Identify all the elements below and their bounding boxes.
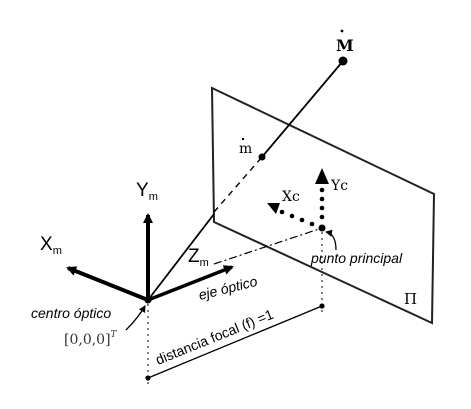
- label-Ym-main: Y: [136, 180, 149, 201]
- label-Yc: Yc: [330, 178, 348, 194]
- projection-ray-front: [147, 213, 215, 301]
- focal-end-right: [319, 303, 325, 309]
- point-M-dot: [338, 56, 348, 66]
- label-Ym: Ym: [136, 180, 158, 203]
- focal-dimension-line: [147, 305, 323, 379]
- focal-end-left: [145, 375, 151, 381]
- label-image-plane: Π: [404, 290, 417, 308]
- principal-point-dot: [318, 224, 326, 232]
- label-Xm: Xm: [40, 234, 62, 257]
- label-optical-center: centro óptico: [31, 305, 111, 321]
- label-origin-coords-sup: T: [111, 330, 118, 340]
- axis-Xm-arrow: [66, 266, 149, 302]
- optical-center-callout: [125, 305, 146, 331]
- label-origin-coords-main: [0,0,0]: [64, 332, 111, 348]
- label-Xm-sub: m: [53, 245, 62, 257]
- principal-point-callout: [325, 229, 337, 251]
- label-Zm-main: Z: [188, 246, 200, 267]
- label-principal-point: punto principal: [310, 250, 403, 266]
- label-origin-coords: [0,0,0]T: [64, 330, 118, 348]
- projection-ray-inside: [213, 156, 263, 213]
- axis-Zm-arrow: [147, 265, 234, 302]
- optical-axis-line: [213, 227, 323, 265]
- label-focal-distance: distancia focal (f) =1: [153, 306, 276, 368]
- label-M-dot: [340, 29, 344, 33]
- image-plane: [210, 86, 436, 325]
- label-M: M: [336, 36, 354, 55]
- label-m-dot: [241, 137, 245, 141]
- optical-center-dot: [144, 296, 152, 304]
- label-Zm: Zm: [188, 246, 209, 269]
- label-Ym-sub: m: [149, 191, 158, 203]
- point-m-dot: [258, 153, 266, 161]
- label-Xm-main: X: [40, 234, 53, 255]
- label-Xc: Xc: [282, 189, 300, 205]
- axis-Yc-dotted: [315, 168, 329, 220]
- label-m: m: [239, 141, 252, 157]
- label-Zm-sub: m: [200, 257, 209, 269]
- projection-ray-outside: [261, 60, 344, 158]
- axis-Xc-dotted: [267, 203, 315, 227]
